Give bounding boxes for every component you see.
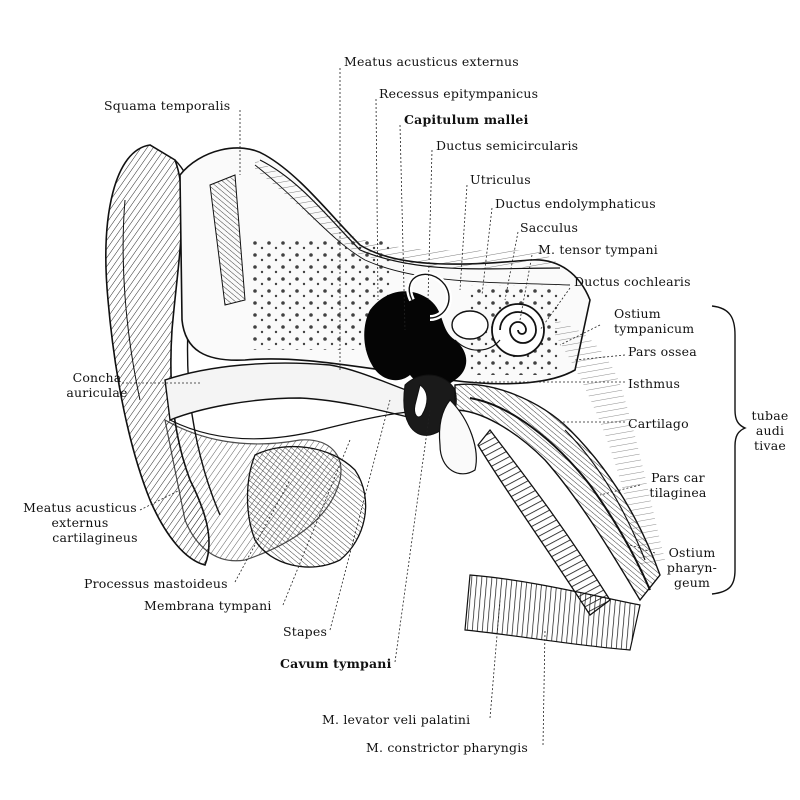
tegmen-region [255, 160, 560, 269]
leader-lines [118, 68, 656, 746]
label-tubae-line3: tivae [754, 438, 786, 453]
mastoid-process-shape [246, 445, 367, 568]
label-sacculus: Sacculus [520, 220, 579, 235]
label-pars-ossea: Pars ossea [628, 344, 697, 359]
label-ostium-pharyngeum: Ostium pharyn- geum [652, 545, 732, 590]
label-tubae-line2: audi [755, 423, 785, 438]
label-isthmus: Isthmus [628, 376, 681, 391]
pharyngeal-shading [555, 320, 665, 565]
label-meatus-cartilagineus: Meatus acusticus externus cartilagineus [10, 500, 150, 545]
label-meatus-cartilagineus-line1: Meatus acusticus [23, 500, 137, 515]
label-ostium-tympanicum-line2: tympanicum [614, 321, 695, 336]
label-squama-temporalis: Squama temporalis [104, 98, 231, 113]
label-processus-mastoideus: Processus mastoideus [84, 576, 228, 591]
label-ductus-cochlearis: Ductus cochlearis [574, 274, 691, 289]
label-stapes: Stapes [283, 624, 328, 639]
label-ostium-tympanicum-line1: Ostium [614, 306, 661, 321]
cochlea-spiral [491, 303, 545, 357]
label-ductus-endolymphaticus: Ductus endolymphaticus [495, 196, 656, 211]
auditory-tube [438, 383, 661, 602]
label-cartilago: Cartilago [628, 416, 689, 431]
label-meatus-acusticus-externus: Meatus acusticus externus [344, 54, 519, 69]
label-ostium-tympanicum: Ostium tympanicum [614, 306, 694, 336]
tubae-brace [711, 305, 747, 595]
label-recessus-epitympanicus: Recessus epitympanicus [379, 86, 539, 101]
label-m-constrictor-pharyngis: M. constrictor pharyngis [366, 740, 529, 755]
label-membrana-tympani: Membrana tympani [144, 598, 272, 613]
label-pars-cartilaginea-line1: Pars car [651, 470, 705, 485]
label-concha-line2: auriculae [66, 385, 128, 400]
label-meatus-cartilagineus-line2: externus [51, 515, 109, 530]
label-ostium-pharyngeum-line3: geum [673, 575, 711, 590]
label-concha-auriculae: Concha auriculae [52, 370, 142, 400]
label-tubae-line1: tubae [751, 408, 789, 423]
label-meatus-cartilagineus-line3: cartilagineus [52, 530, 138, 545]
label-m-tensor-tympani: M. tensor tympani [538, 242, 658, 257]
label-tubae-auditivae: tubae audi tivae [748, 408, 792, 453]
label-ostium-pharyngeum-line2: pharyn- [666, 560, 718, 575]
inner-ear-labyrinth [364, 271, 545, 388]
label-concha-line1: Concha [72, 370, 122, 385]
label-ductus-semicircularis: Ductus semicircularis [436, 138, 579, 153]
label-m-levator-veli-palatini: M. levator veli palatini [322, 712, 471, 727]
label-cavum-tympani: Cavum tympani [280, 656, 392, 671]
label-utriculus: Utriculus [470, 172, 531, 187]
label-pars-cartilaginea-line2: tilaginea [649, 485, 707, 500]
label-ostium-pharyngeum-line1: Ostium [668, 545, 716, 560]
constrictor-muscle-shape [464, 574, 641, 651]
ossicle-shape [414, 384, 428, 418]
label-capitulum-mallei: Capitulum mallei [404, 112, 529, 127]
label-pars-cartilaginea: Pars car tilaginea [638, 470, 718, 500]
